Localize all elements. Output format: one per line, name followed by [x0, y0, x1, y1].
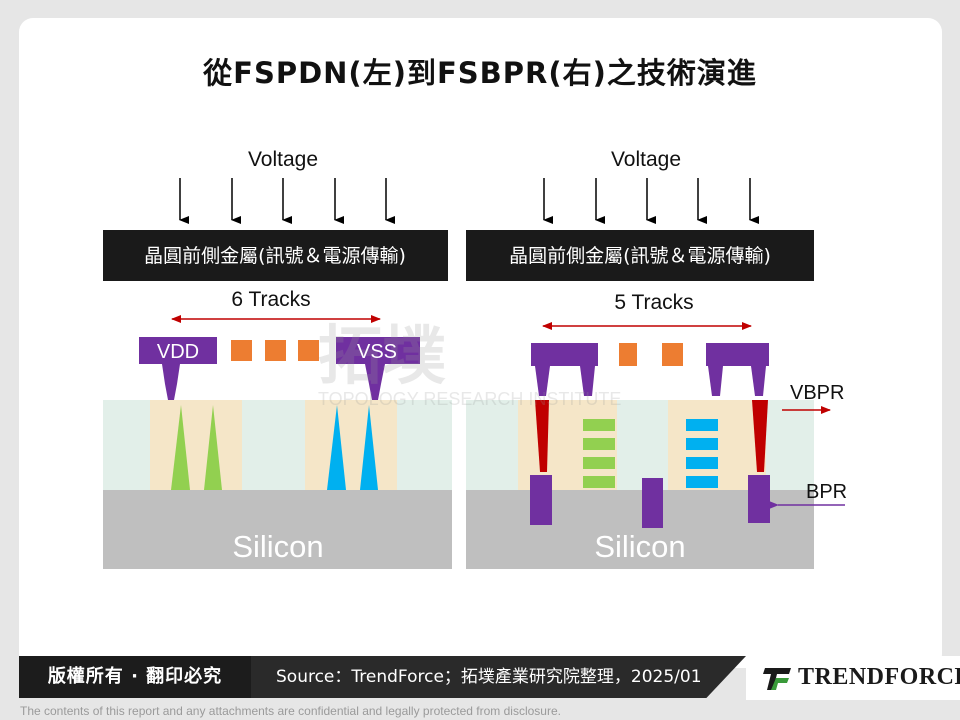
right-voltage-label: Voltage [611, 148, 681, 171]
right-voltage-arrows [543, 178, 759, 224]
right-panel [466, 178, 845, 569]
left-pmos-region [305, 400, 397, 490]
signal-track [265, 340, 286, 361]
left-silicon [103, 490, 452, 569]
green-fin [204, 405, 222, 490]
right-power-rail-left [530, 343, 598, 525]
watermark: 拓墣 TOPOLOGY RESEARCH INSTITUTE [318, 320, 621, 409]
copyright-badge: 版權所有 · 翻印必究 [19, 656, 251, 698]
vbpr-via [535, 400, 549, 472]
signal-track [298, 340, 319, 361]
vbpr-via [752, 400, 768, 472]
trendforce-logo-text: TRENDFORCE [798, 664, 960, 690]
right-frontside-metal-banner [466, 230, 814, 281]
vss-rail [336, 337, 420, 400]
disclaimer-text: The contents of this report and any atta… [20, 704, 561, 718]
vss-label: VSS [357, 341, 397, 363]
slide-title: 從FSPDN(左)到FSBPR(右)之技術演進 [203, 56, 757, 90]
source-band [251, 656, 746, 698]
bpr-rail [642, 478, 663, 528]
left-voltage-label: Voltage [248, 148, 318, 171]
watermark-sub: TOPOLOGY RESEARCH INSTITUTE [318, 389, 621, 409]
left-panel [103, 178, 452, 569]
bpr-rail [748, 475, 770, 523]
bpr-rail [530, 475, 552, 525]
right-banner-text: 晶圓前側金屬(訊號＆電源傳輸) [509, 245, 771, 267]
left-tracks-label: 6 Tracks [231, 288, 310, 311]
green-fin [171, 405, 190, 490]
signal-track [231, 340, 252, 361]
source-text: Source：TrendForce；拓墣產業研究院整理，2025/01 [276, 667, 702, 687]
right-silicon-label: Silicon [594, 529, 685, 564]
left-banner-text: 晶圓前側金屬(訊號＆電源傳輸) [144, 245, 406, 267]
left-silicon-label: Silicon [232, 529, 323, 564]
right-tracks-label: 5 Tracks [614, 291, 693, 314]
signal-track [662, 343, 683, 366]
vbpr-label: VBPR [790, 382, 844, 404]
signal-track [619, 343, 637, 366]
trendforce-logo-icon [763, 668, 791, 690]
right-power-rail-right [706, 343, 770, 523]
blue-fin [360, 405, 378, 490]
watermark-main: 拓墣 [318, 320, 446, 394]
vdd-label: VDD [157, 341, 199, 363]
bpr-label: BPR [806, 481, 847, 503]
left-frontside-metal-banner [103, 230, 448, 281]
vdd-rail [139, 337, 217, 400]
blue-nanosheets [686, 419, 718, 488]
green-nanosheets [583, 419, 615, 488]
blue-fin [327, 405, 346, 490]
left-voltage-arrows [179, 178, 395, 224]
left-nmos-region [150, 400, 242, 490]
